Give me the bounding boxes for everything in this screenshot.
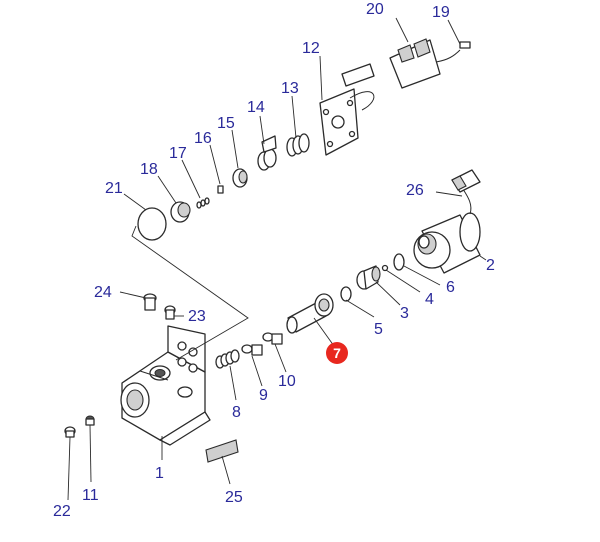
part-9-screw[interactable]	[241, 344, 263, 356]
callout-23: 23	[188, 308, 206, 325]
part-15-collar[interactable]	[232, 168, 248, 188]
part-17-spring[interactable]	[196, 197, 210, 209]
callout-4: 4	[425, 291, 434, 308]
callout-8: 8	[232, 404, 241, 421]
part-12-sensor[interactable]	[319, 63, 375, 156]
part-16-pin[interactable]	[217, 185, 224, 194]
part-19-wire[interactable]	[435, 41, 471, 63]
assembly-bracket-line	[131, 225, 249, 361]
part-4-ring[interactable]	[381, 264, 389, 272]
callout-15: 15	[217, 115, 235, 132]
part-10-screw[interactable]	[262, 332, 283, 345]
callout-16: 16	[194, 130, 212, 147]
callout-1: 1	[155, 465, 164, 482]
callout-7: 7	[333, 345, 341, 361]
callout-25: 25	[225, 489, 243, 506]
callout-24: 24	[94, 284, 112, 301]
callout-13: 13	[281, 80, 299, 97]
part-1-valve-body[interactable]	[120, 325, 211, 446]
part-2-solenoid[interactable]	[413, 212, 481, 274]
part-22-plug[interactable]	[64, 426, 76, 438]
callout-12: 12	[302, 40, 320, 57]
part-7-spool[interactable]	[286, 293, 334, 334]
callout-19: 19	[432, 4, 450, 21]
part-8-spring[interactable]	[215, 349, 240, 369]
part-18-cap[interactable]	[170, 201, 191, 223]
callout-22: 22	[53, 503, 71, 520]
callout-20: 20	[366, 1, 384, 18]
part-3-plug[interactable]	[356, 265, 381, 290]
part-25-nameplate[interactable]	[205, 439, 239, 463]
callout-21: 21	[105, 180, 123, 197]
callout-9: 9	[259, 387, 268, 404]
callout-6: 6	[446, 279, 455, 296]
callout-3: 3	[400, 305, 409, 322]
callout-18: 18	[140, 161, 158, 178]
callout-26: 26	[406, 182, 424, 199]
part-5-o-ring[interactable]	[340, 286, 352, 302]
part-23-plug[interactable]	[164, 305, 176, 320]
part-14-ring[interactable]	[257, 135, 277, 171]
part-11-plug[interactable]	[85, 415, 95, 426]
callout-14: 14	[247, 99, 265, 116]
leader-lines	[67, 17, 487, 501]
callout-2: 2	[486, 257, 495, 274]
callout-7-highlight	[326, 342, 348, 364]
part-21-gasket[interactable]	[137, 207, 167, 241]
part-6-o-ring[interactable]	[393, 253, 405, 271]
callout-5: 5	[374, 321, 383, 338]
part-24-plug[interactable]	[143, 293, 157, 311]
callout-17: 17	[169, 145, 187, 162]
callout-10: 10	[278, 373, 296, 390]
part-26-connector[interactable]	[451, 169, 481, 215]
part-20-bracket[interactable]	[389, 38, 441, 89]
part-13-spring[interactable]	[286, 133, 310, 157]
callout-11: 11	[82, 487, 99, 504]
